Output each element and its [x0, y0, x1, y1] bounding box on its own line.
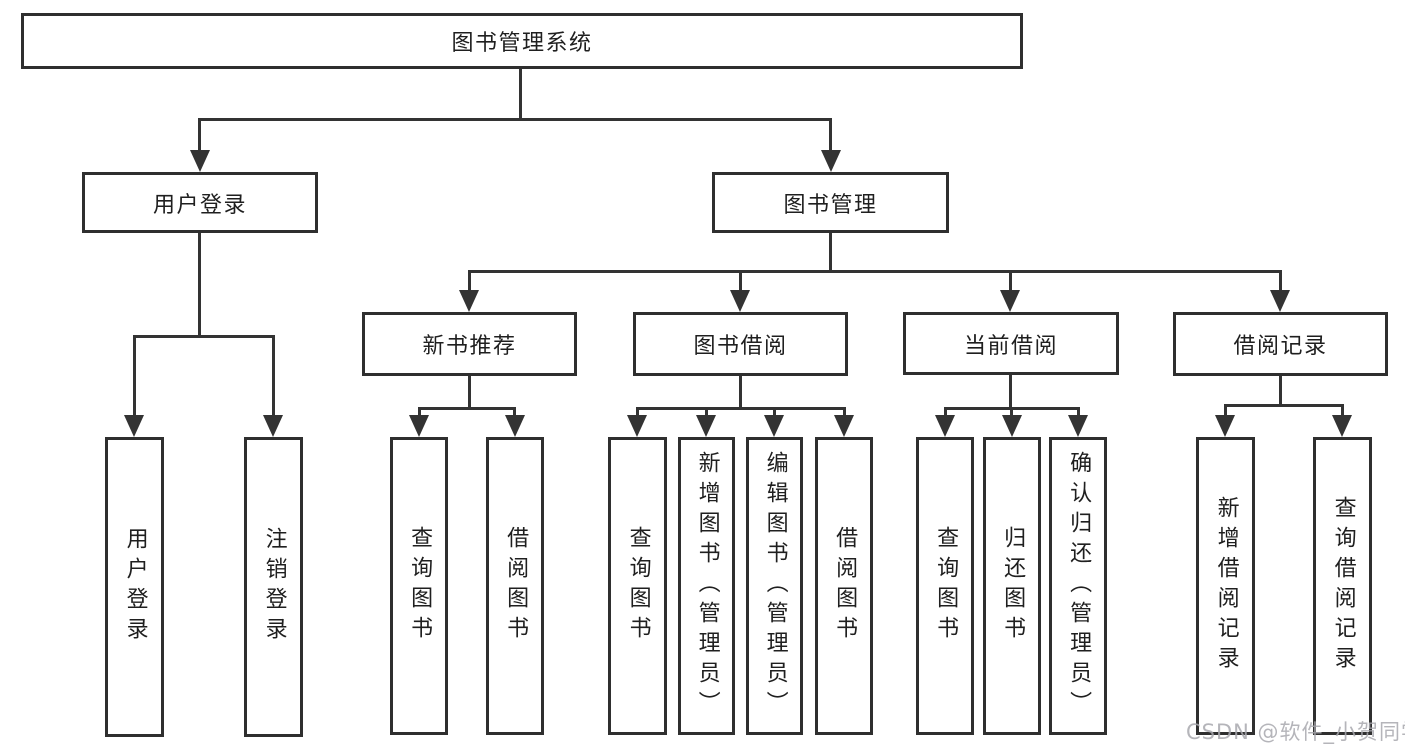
arrow-down-icon [505, 415, 525, 437]
node-label: 借阅图书 [832, 526, 858, 646]
connector-line [1009, 375, 1012, 410]
node-label: 图书借阅 [693, 334, 788, 359]
arrow-down-icon [834, 415, 854, 437]
connector-line [705, 407, 708, 417]
connector-line [418, 407, 516, 410]
connector-line [133, 335, 136, 417]
leaf-return-book: 归还图书 [983, 437, 1041, 735]
connector-line [519, 69, 522, 121]
arrow-down-icon [1215, 415, 1235, 437]
leaf-borrow-books: 借阅图书 [815, 437, 873, 735]
node-label: 查询借阅记录 [1330, 496, 1356, 676]
connector-line [636, 407, 639, 417]
arrow-down-icon [190, 150, 210, 172]
node-book-management: 图书管理 [712, 172, 949, 233]
leaf-borrow-books: 借阅图书 [486, 437, 544, 735]
connector-line [773, 407, 776, 417]
connector-line [513, 407, 516, 417]
node-label: 用户登录 [152, 192, 247, 218]
leaf-logout: 注销登录 [244, 437, 303, 737]
connector-line [944, 407, 947, 417]
node-label: 查询图书 [933, 526, 959, 646]
connector-line [1279, 376, 1282, 407]
leaf-query-books: 查询图书 [390, 437, 448, 735]
connector-line [1279, 270, 1282, 292]
arrow-down-icon [696, 415, 716, 437]
leaf-query-books: 查询图书 [916, 437, 974, 735]
node-label: 当前借阅 [963, 333, 1058, 359]
leaf-add-book-admin: 新增图书（管理员） [678, 437, 735, 735]
arrow-down-icon [1270, 290, 1290, 312]
connector-line [1224, 404, 1344, 407]
node-borrow-records: 借阅记录 [1173, 312, 1388, 376]
connector-line [272, 335, 275, 417]
connector-line [468, 270, 471, 292]
node-label: 归还图书 [1000, 526, 1026, 646]
leaf-edit-book-admin: 编辑图书（管理员） [746, 437, 803, 735]
connector-line [198, 118, 832, 121]
node-label: 新书推荐 [422, 334, 517, 359]
watermark: CSDN @软件_小贺同学 [1186, 720, 1405, 744]
node-current-borrow: 当前借阅 [903, 312, 1119, 375]
connector-line [829, 118, 832, 152]
leaf-query-books: 查询图书 [608, 437, 667, 735]
arrow-down-icon [1000, 290, 1020, 312]
arrow-down-icon [627, 415, 647, 437]
leaf-query-borrow-record: 查询借阅记录 [1313, 437, 1372, 735]
node-book-borrow: 图书借阅 [633, 312, 848, 376]
node-label: 图书管理系统 [451, 31, 593, 56]
connector-line [829, 233, 832, 273]
connector-line [636, 407, 846, 410]
arrow-down-icon [1332, 415, 1352, 437]
arrow-down-icon [764, 415, 784, 437]
node-new-book-recommend: 新书推荐 [362, 312, 577, 376]
arrow-down-icon [730, 290, 750, 312]
arrow-down-icon [409, 415, 429, 437]
connector-line [1077, 407, 1080, 417]
node-label: 借阅记录 [1233, 334, 1328, 359]
node-label: 查询图书 [407, 526, 433, 646]
connector-line [1010, 407, 1013, 417]
leaf-add-borrow-record: 新增借阅记录 [1196, 437, 1255, 735]
arrow-down-icon [935, 415, 955, 437]
node-label: 注销登录 [261, 527, 287, 647]
node-label: 新增借阅记录 [1213, 496, 1239, 676]
node-label: 编辑图书（管理员） [762, 451, 788, 721]
connector-line [418, 407, 421, 417]
arrow-down-icon [821, 150, 841, 172]
connector-line [468, 270, 1282, 273]
node-label: 确认归还（管理员） [1066, 451, 1092, 721]
node-user-login: 用户登录 [82, 172, 318, 233]
connector-line [739, 376, 742, 410]
connector-line [1341, 404, 1344, 417]
connector-line [739, 270, 742, 292]
node-label: 用户登录 [122, 527, 148, 647]
connector-line [1009, 270, 1012, 292]
node-label: 查询图书 [625, 526, 651, 646]
connector-line [1224, 404, 1227, 417]
connector-line [133, 335, 274, 338]
connector-line [198, 233, 201, 338]
arrow-down-icon [263, 415, 283, 437]
node-label: 新增图书（管理员） [694, 451, 720, 721]
arrow-down-icon [1002, 415, 1022, 437]
node-label: 图书管理 [783, 192, 878, 218]
node-label: 借阅图书 [503, 526, 529, 646]
connector-line [843, 407, 846, 417]
arrow-down-icon [459, 290, 479, 312]
arrow-down-icon [1068, 415, 1088, 437]
leaf-user-login: 用户登录 [105, 437, 164, 737]
node-library-system: 图书管理系统 [21, 13, 1023, 69]
connector-line [468, 376, 471, 410]
leaf-confirm-return-admin: 确认归还（管理员） [1049, 437, 1107, 735]
connector-line [198, 118, 201, 152]
arrow-down-icon [124, 415, 144, 437]
